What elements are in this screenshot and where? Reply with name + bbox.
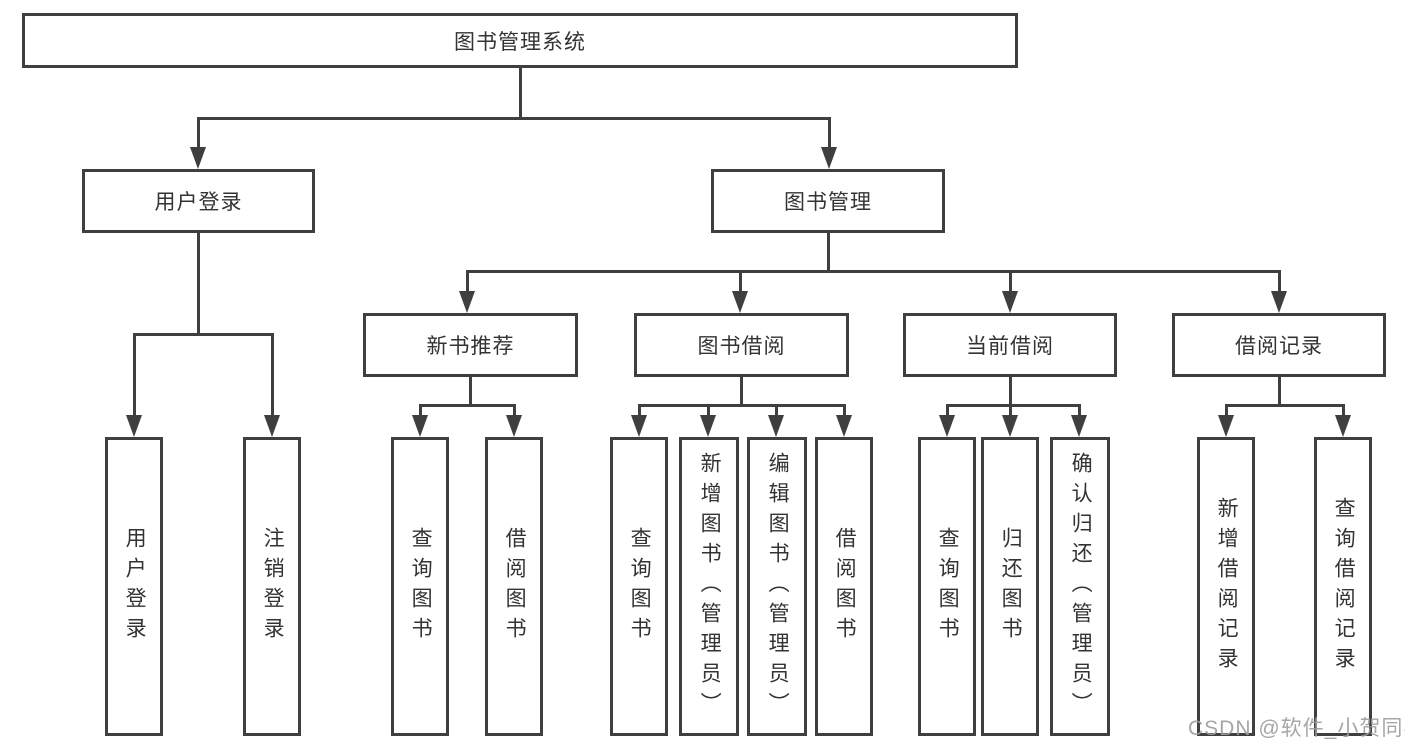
arrow-down-icon <box>631 415 647 437</box>
node-new-book-recommend: 新书推荐 <box>363 313 578 377</box>
leaf-label: 编辑图书（管理员） <box>766 451 790 722</box>
connector-line <box>419 404 422 417</box>
connector-line <box>1009 377 1012 406</box>
leaf-add-books-admin: 新增图书（管理员） <box>679 437 739 736</box>
connector-line <box>946 404 949 417</box>
leaf-return-books: 归还图书 <box>981 437 1039 736</box>
arrow-down-icon <box>1335 415 1351 437</box>
connector-line <box>1078 404 1081 417</box>
node-current-borrow: 当前借阅 <box>903 313 1117 377</box>
connector-line <box>1278 270 1281 293</box>
leaf-label: 新增借阅记录 <box>1215 496 1239 677</box>
connector-line <box>519 68 522 120</box>
connector-line <box>1342 404 1345 417</box>
leaf-query-books-current: 查询图书 <box>918 437 976 736</box>
connector-line <box>1278 377 1281 406</box>
leaf-label: 确认归还（管理员） <box>1069 451 1093 722</box>
connector-line <box>469 377 472 406</box>
leaf-label: 借阅图书 <box>503 526 527 647</box>
connector-line <box>638 404 641 417</box>
connector-line <box>707 404 710 417</box>
connector-line <box>271 333 274 417</box>
leaf-label: 查询图书 <box>409 526 433 647</box>
connector-line <box>466 270 1281 273</box>
connector-line <box>466 270 469 293</box>
arrow-down-icon <box>939 415 955 437</box>
leaf-logout: 注销登录 <box>243 437 301 736</box>
node-library-system: 图书管理系统 <box>22 13 1018 68</box>
leaf-borrow-books-recommend: 借阅图书 <box>485 437 543 736</box>
connector-line <box>419 404 516 407</box>
arrow-down-icon <box>1002 291 1018 313</box>
arrow-down-icon <box>1271 291 1287 313</box>
leaf-label: 查询借阅记录 <box>1332 496 1356 677</box>
node-book-borrow: 图书借阅 <box>634 313 849 377</box>
connector-line <box>739 270 742 293</box>
leaf-edit-books-admin: 编辑图书（管理员） <box>747 437 807 736</box>
connector-line <box>843 404 846 417</box>
node-user-login: 用户登录 <box>82 169 315 233</box>
arrow-down-icon <box>190 147 206 169</box>
leaf-label: 注销登录 <box>261 526 285 647</box>
connector-line <box>828 117 831 148</box>
connector-line <box>133 333 136 417</box>
leaf-add-borrow-record: 新增借阅记录 <box>1197 437 1255 736</box>
arrow-down-icon <box>1071 415 1087 437</box>
node-label: 用户登录 <box>154 191 243 214</box>
leaf-confirm-return-admin: 确认归还（管理员） <box>1050 437 1110 736</box>
node-label: 图书管理 <box>784 191 872 214</box>
connector-line <box>197 117 831 120</box>
arrow-down-icon <box>700 415 716 437</box>
leaf-query-books-recommend: 查询图书 <box>391 437 449 736</box>
arrow-down-icon <box>768 415 784 437</box>
connector-line <box>1225 404 1345 407</box>
node-label: 新书推荐 <box>426 335 515 358</box>
connector-line <box>827 233 830 273</box>
leaf-label: 用户登录 <box>123 526 147 647</box>
connector-line <box>775 404 778 417</box>
connector-line <box>197 233 200 335</box>
node-label: 当前借阅 <box>966 335 1054 358</box>
arrow-down-icon <box>1002 415 1018 437</box>
csdn-watermark: CSDN @软件_小贺同学 <box>1188 717 1405 740</box>
leaf-query-books-borrow: 查询图书 <box>610 437 668 736</box>
connector-line <box>1009 270 1012 293</box>
connector-line <box>638 404 846 407</box>
node-label: 图书管理系统 <box>454 30 586 54</box>
connector-line <box>1009 404 1012 417</box>
leaf-user-login: 用户登录 <box>105 437 163 736</box>
node-book-management: 图书管理 <box>711 169 945 233</box>
connector-line <box>513 404 516 417</box>
connector-line <box>946 404 1081 407</box>
connector-line <box>1225 404 1228 417</box>
arrow-down-icon <box>1218 415 1234 437</box>
arrow-down-icon <box>126 415 142 437</box>
arrow-down-icon <box>506 415 522 437</box>
leaf-label: 归还图书 <box>999 526 1023 647</box>
arrow-down-icon <box>412 415 428 437</box>
arrow-down-icon <box>264 415 280 437</box>
leaf-borrow-books: 借阅图书 <box>815 437 873 736</box>
arrow-down-icon <box>821 147 837 169</box>
connector-line <box>197 117 200 148</box>
leaf-label: 新增图书（管理员） <box>698 451 722 722</box>
arrow-down-icon <box>732 291 748 313</box>
connector-line <box>740 377 743 406</box>
node-borrow-records: 借阅记录 <box>1172 313 1386 377</box>
node-label: 借阅记录 <box>1235 335 1323 358</box>
arrow-down-icon <box>459 291 475 313</box>
leaf-label: 借阅图书 <box>833 526 857 647</box>
leaf-query-borrow-record: 查询借阅记录 <box>1314 437 1372 736</box>
arrow-down-icon <box>836 415 852 437</box>
leaf-label: 查询图书 <box>628 526 652 647</box>
leaf-label: 查询图书 <box>936 526 960 647</box>
node-label: 图书借阅 <box>697 335 786 358</box>
connector-line <box>133 333 274 336</box>
